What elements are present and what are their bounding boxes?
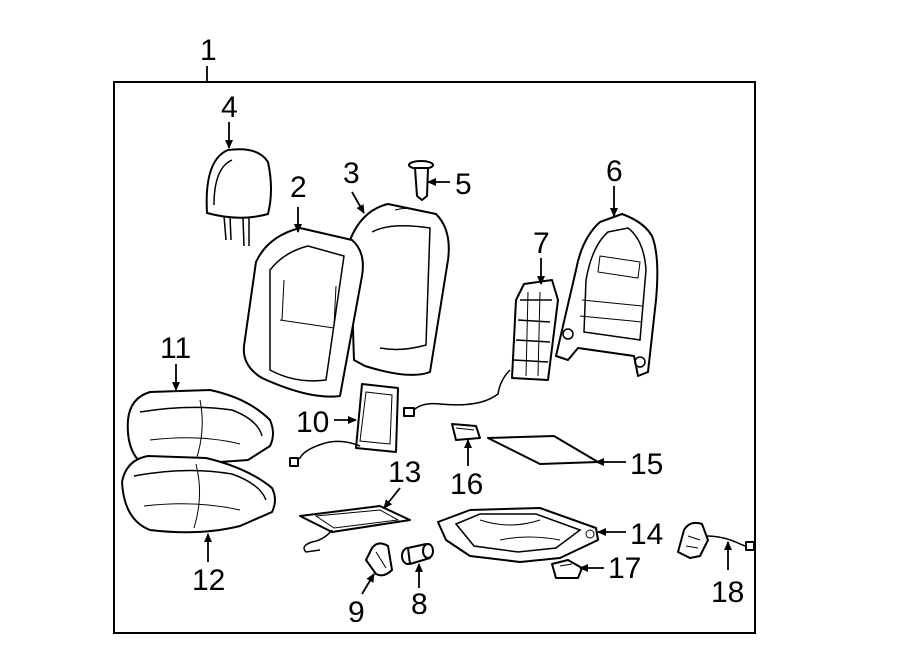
cushion-heater-pad [299,505,411,553]
lumbar-support [403,279,559,417]
callout-5: 5 [455,168,472,201]
callout-9: 9 [348,596,365,629]
callout-16: 16 [450,468,483,501]
wire-harness-bracket [677,521,755,559]
seatback-heater-pad [289,383,399,467]
heater-control-module [451,423,481,441]
seatback-rear-panel [349,203,450,376]
callout-17: 17 [608,552,641,585]
trim-clip [551,559,583,579]
callout-4: 4 [221,91,238,124]
callout-11: 11 [160,332,191,365]
push-pin-clip [408,160,434,201]
callout-8: 8 [411,588,428,621]
pivot-bushing [401,543,434,565]
seat-cushion-cover [126,389,274,467]
insulator-sheet [487,435,599,465]
adjuster-knob [365,542,393,577]
seatback-frame [555,213,659,377]
callout-1: 1 [200,34,217,67]
callout-3: 3 [343,157,360,190]
callout-12: 12 [192,564,225,597]
callout-13: 13 [388,456,421,489]
headrest-part [205,148,272,247]
seat-cushion-pad [121,455,276,534]
callout-14: 14 [630,518,663,551]
callout-6: 6 [606,155,623,188]
callout-2: 2 [290,171,307,204]
callout-18: 18 [711,576,744,609]
assembly-frame [113,81,756,634]
seatback-cover [242,227,364,398]
callout-15: 15 [630,448,663,481]
callout-7: 7 [533,227,550,260]
seat-cushion-frame [437,507,599,563]
callout-10: 10 [296,406,329,439]
